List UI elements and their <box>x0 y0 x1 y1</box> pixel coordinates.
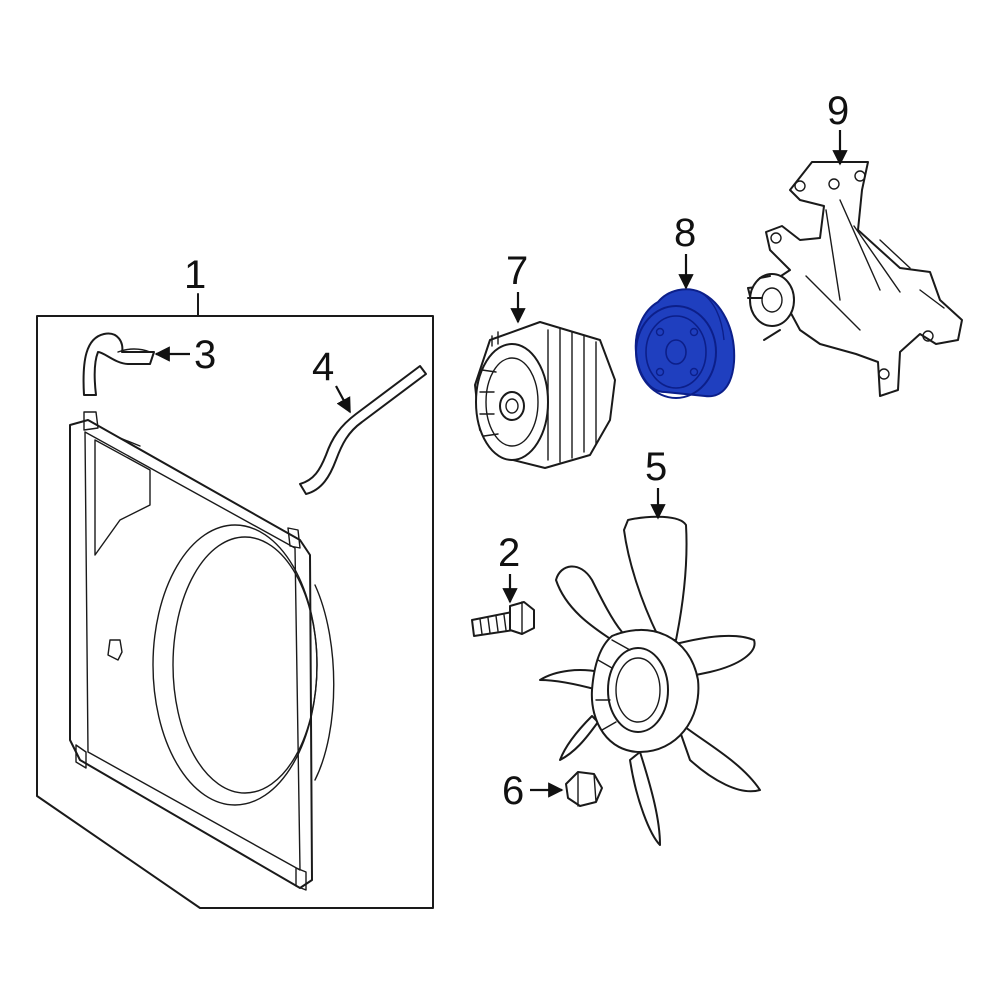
callout-3[interactable]: 3 <box>194 333 216 377</box>
fan-shroud[interactable] <box>69 411 335 891</box>
pulley[interactable] <box>634 288 736 399</box>
callout-5[interactable]: 5 <box>645 445 667 489</box>
callout-arrow-4 <box>335 385 351 414</box>
fan-clutch[interactable] <box>474 321 616 469</box>
callout-7[interactable]: 7 <box>506 249 528 293</box>
hose[interactable] <box>82 332 155 396</box>
overflow-tube[interactable] <box>299 365 427 495</box>
callout-2[interactable]: 2 <box>498 531 520 575</box>
callout-1[interactable]: 1 <box>184 253 206 297</box>
assembly-group-box <box>36 315 434 909</box>
callout-6[interactable]: 6 <box>502 769 524 813</box>
callout-4[interactable]: 4 <box>312 345 334 389</box>
nut[interactable] <box>565 771 603 807</box>
fan-blade[interactable] <box>539 515 761 846</box>
water-pump-bracket[interactable] <box>747 161 963 397</box>
callout-9[interactable]: 9 <box>827 89 849 133</box>
bolt[interactable] <box>471 601 535 637</box>
callout-8[interactable]: 8 <box>674 211 696 255</box>
